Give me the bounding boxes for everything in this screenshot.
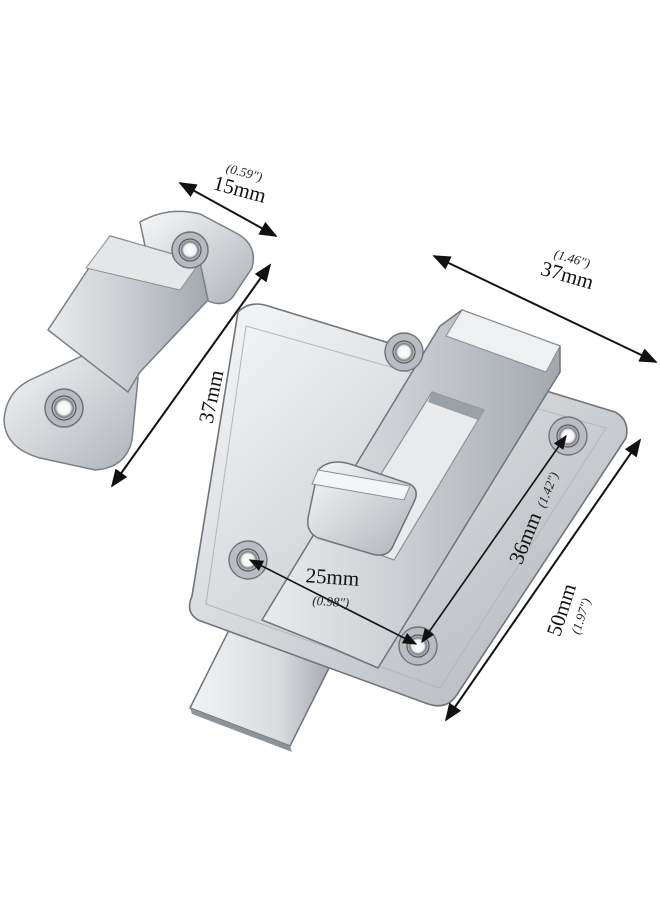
hole-horizontal-mm-label: 25mm bbox=[305, 563, 360, 591]
dimension-arrow bbox=[110, 263, 272, 488]
mounting-hole-icon bbox=[228, 540, 268, 580]
mounting-hole-icon bbox=[548, 416, 588, 456]
mounting-hole-icon bbox=[44, 388, 84, 428]
hole-horizontal-inch-label: (0.98") bbox=[312, 593, 350, 611]
mounting-hole-icon bbox=[384, 332, 424, 372]
barrel-bolt bbox=[188, 303, 628, 752]
mounting-hole-icon bbox=[171, 231, 209, 269]
dimension-arrow bbox=[248, 559, 418, 645]
mounting-hole-icon bbox=[398, 626, 438, 666]
dimension-arrow bbox=[432, 255, 658, 363]
dimension-arrow bbox=[421, 434, 567, 644]
dimension-arrow bbox=[178, 182, 278, 237]
